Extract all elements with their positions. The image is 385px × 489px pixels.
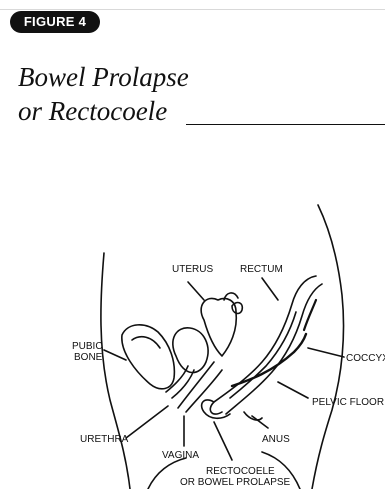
leader-rectum xyxy=(262,278,278,300)
bladder xyxy=(173,328,208,373)
label-rectocoele-line2: OR BOWEL PROLAPSE xyxy=(180,477,291,488)
uterus xyxy=(201,298,236,356)
label-pubic-bone-line1: PUBIC xyxy=(72,341,103,352)
label-urethra: URETHRA xyxy=(80,434,129,445)
label-vagina: VAGINA xyxy=(162,450,199,461)
leader-coccyx xyxy=(308,348,344,357)
label-rectum: RECTUM xyxy=(240,264,283,275)
leader-rectocoele xyxy=(214,422,232,460)
leader-uterus xyxy=(188,282,204,300)
leader-urethra xyxy=(126,406,168,438)
leader-anus xyxy=(252,416,268,428)
label-coccyx: COCCYX xyxy=(346,353,385,364)
ovary xyxy=(232,303,242,314)
label-anus: ANUS xyxy=(262,434,290,445)
leader-pubic-bone xyxy=(104,350,126,360)
back-body-outline xyxy=(312,205,344,489)
label-uterus: UTERUS xyxy=(172,264,213,275)
label-rectocoele-line1: RECTOCOELE xyxy=(206,466,275,477)
label-pubic-bone-line2: BONE xyxy=(74,352,103,363)
label-pelvic-floor: PELVIC FLOOR xyxy=(312,397,384,408)
pubic-bone-inner xyxy=(132,337,160,348)
front-body-outline xyxy=(101,253,130,489)
rectocoele-bulge xyxy=(202,400,230,418)
pubic-bone xyxy=(122,325,175,389)
pelvic-floor xyxy=(232,334,306,386)
rectum-inner xyxy=(230,312,296,398)
leader-pelvic-floor xyxy=(278,382,308,398)
